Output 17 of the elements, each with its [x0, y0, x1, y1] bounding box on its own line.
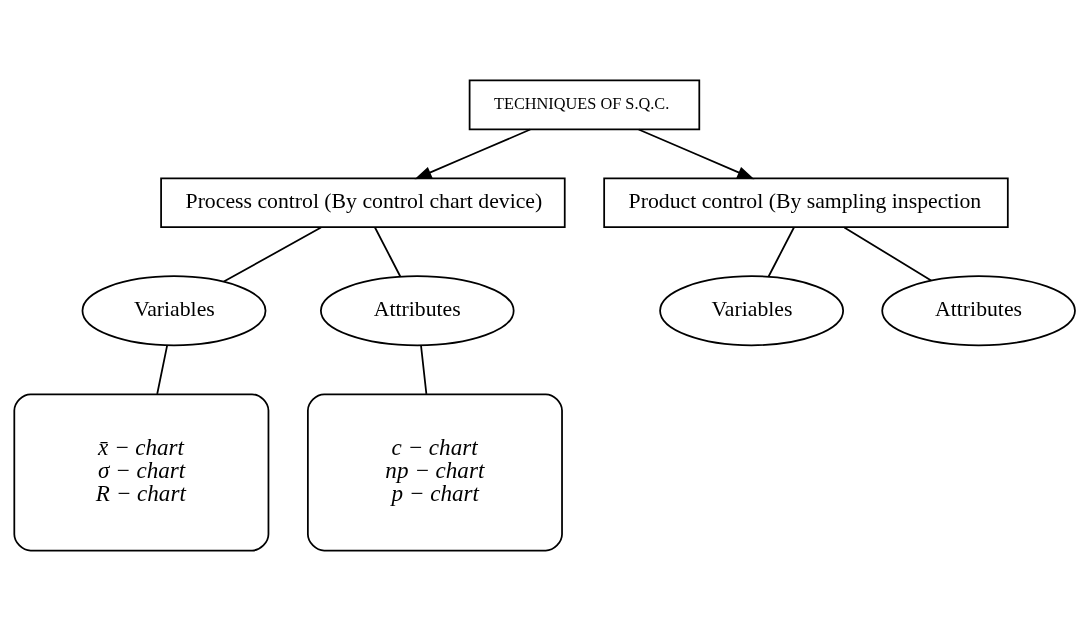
- node-box: Process control (By control chart device): [160, 176, 566, 228]
- node-box: TECHNIQUES OF S.Q.C.: [468, 79, 701, 130]
- node-ellipse: Variables: [659, 274, 845, 346]
- connector: [420, 344, 428, 395]
- node-box: Product control (By sampling inspection: [603, 176, 1009, 228]
- node-ellipse: Variables: [81, 274, 267, 346]
- connector: [222, 226, 322, 282]
- node-box: x̄ − chart σ − chart R − chart: [13, 392, 270, 551]
- arrow: [637, 128, 755, 179]
- arrow: [414, 128, 532, 179]
- connector: [156, 344, 169, 395]
- connector: [843, 226, 933, 281]
- connector: [767, 226, 795, 277]
- node-ellipse: Attributes: [881, 274, 1076, 346]
- node-box: c − chart np − chart p − chart: [307, 392, 563, 551]
- connector: [374, 226, 402, 277]
- node-ellipse: Attributes: [320, 274, 515, 346]
